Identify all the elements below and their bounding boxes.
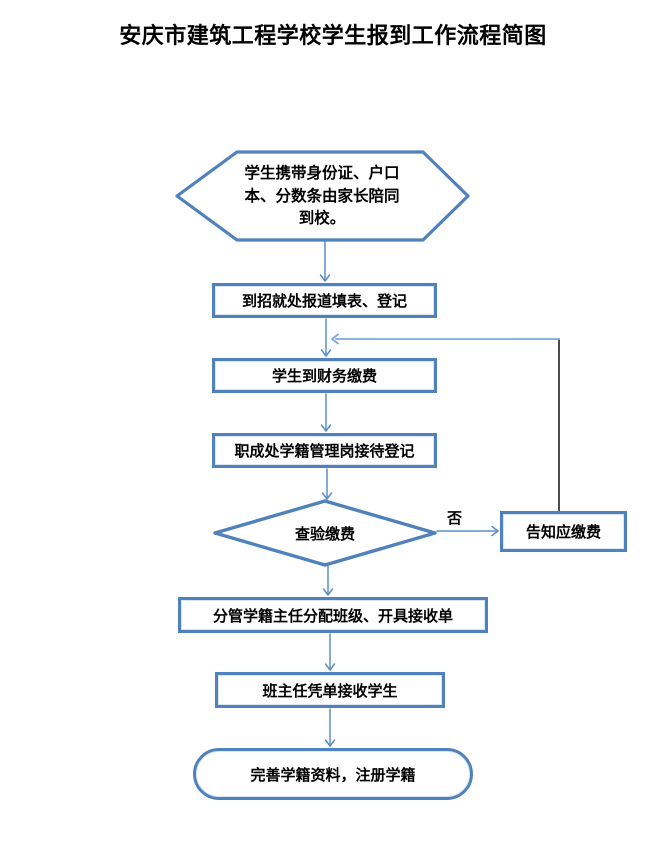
node-start-label: 学生携带身份证、户口本、分数条由家长陪同到校。 (244, 164, 400, 227)
feedback-line-horizontal (331, 333, 560, 345)
node-check-label: 查验缴费 (294, 524, 355, 543)
hexagon-start-shape (175, 150, 470, 242)
edge-label-no: 否 (447, 509, 463, 527)
node-pay: 学生到财务缴费 (212, 358, 437, 393)
arrow-start-to-register (319, 240, 331, 282)
arrow-assign-to-accept (324, 633, 336, 671)
node-reception: 职成处学籍管理岗接待登记 (212, 433, 437, 468)
page-title: 安庆市建筑工程学校学生报到工作流程简图 (119, 23, 547, 49)
node-notify: 告知应缴费 (500, 511, 627, 552)
arrow-pay-to-reception (320, 393, 332, 432)
diamond-check-shape (213, 499, 437, 567)
node-assign: 分管学籍主任分配班级、开具接收单 (178, 597, 488, 633)
arrow-register-to-pay (320, 318, 332, 357)
node-accept: 班主任凭单接收学生 (215, 672, 445, 708)
arrow-reception-to-check (321, 468, 333, 500)
arrow-check-no-to-notify (436, 525, 499, 537)
arrow-check-to-assign (322, 565, 334, 596)
arrow-accept-to-end (324, 708, 336, 747)
node-register: 到招就处报道填表、登记 (212, 283, 437, 318)
node-end: 完善学籍资料，注册学籍 (193, 748, 473, 800)
